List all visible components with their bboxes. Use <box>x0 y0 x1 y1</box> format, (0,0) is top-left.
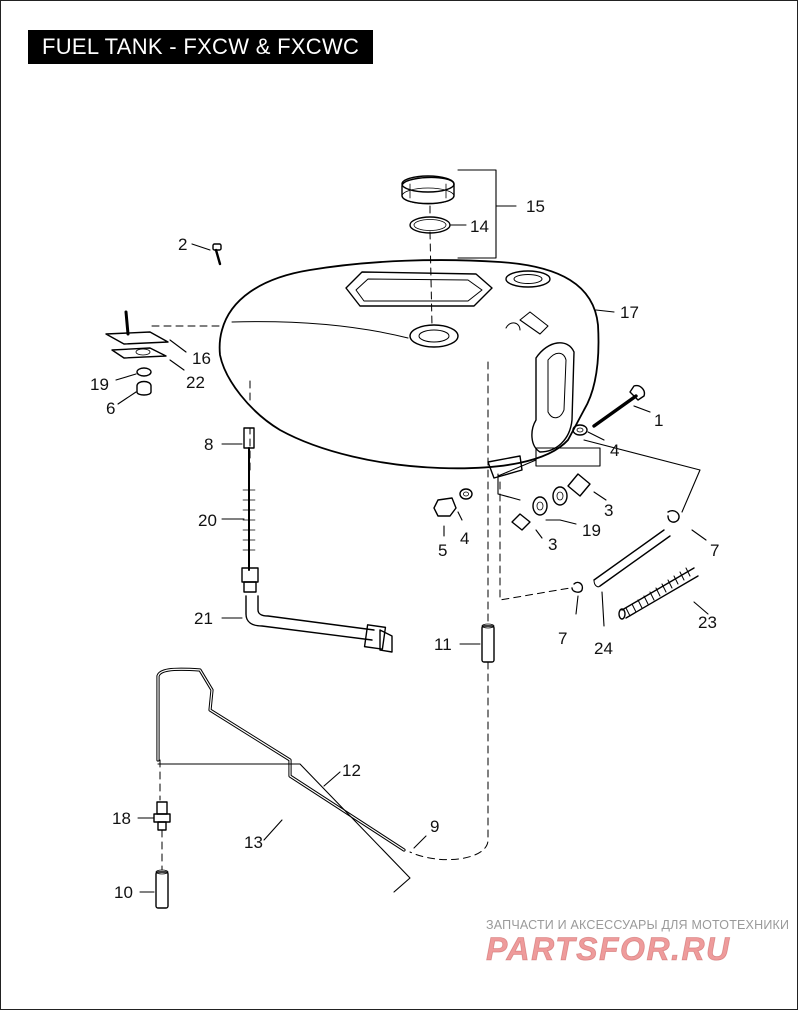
callout-19b: 19 <box>582 521 601 540</box>
clamp-lower-part <box>571 581 584 593</box>
spacer-part <box>136 380 152 396</box>
callout-8: 8 <box>204 435 213 454</box>
callout-12: 12 <box>342 761 361 780</box>
callout-17: 17 <box>620 303 639 322</box>
mount-bracket-part <box>105 310 169 359</box>
fuel-elbow-part <box>245 595 393 653</box>
leader-lines <box>115 169 709 893</box>
fuel-sender-part <box>241 427 259 593</box>
callout-19a: 19 <box>90 375 109 394</box>
callout-22: 22 <box>186 373 205 392</box>
callout-4a: 4 <box>610 441 619 460</box>
callout-9: 9 <box>430 817 439 836</box>
svg-text:PARTSFOR.RU: PARTSFOR.RU <box>486 931 731 967</box>
fuel-cap-part <box>401 175 455 205</box>
callout-4b: 4 <box>460 529 469 548</box>
screw-part <box>212 243 222 266</box>
callout-24: 24 <box>594 639 613 658</box>
callout-labels: 1 2 3 3 4 4 5 6 7 7 8 9 10 11 12 13 14 1… <box>90 197 719 902</box>
washer-left-part <box>459 488 473 500</box>
callout-13: 13 <box>244 833 263 852</box>
dashed-guide-lines <box>151 205 571 871</box>
callout-7a: 7 <box>710 541 719 560</box>
callout-14: 14 <box>470 217 489 236</box>
callout-18: 18 <box>112 809 131 828</box>
callout-6: 6 <box>106 399 115 418</box>
diagram-title: FUEL TANK - FXCW & FXCWC <box>28 30 374 64</box>
nut-part <box>433 497 457 517</box>
pin-10-part <box>155 871 169 909</box>
callout-20: 20 <box>198 511 217 530</box>
callout-16: 16 <box>192 349 211 368</box>
callout-3b: 3 <box>548 535 557 554</box>
callout-21: 21 <box>194 609 213 628</box>
clamp-upper-part <box>667 510 680 523</box>
callout-15: 15 <box>526 197 545 216</box>
spacer-grommet-set <box>511 473 591 531</box>
callout-2: 2 <box>178 235 187 254</box>
vent-hose-part <box>593 529 671 587</box>
pin-11-part <box>481 625 495 663</box>
callout-10: 10 <box>114 883 133 902</box>
fitting-part <box>153 801 171 831</box>
callout-5: 5 <box>438 541 447 560</box>
fuel-tank-part <box>218 259 600 479</box>
spring-sleeve-part <box>618 567 699 620</box>
callout-11: 11 <box>434 635 452 654</box>
crossover-tube-part <box>156 667 406 852</box>
callout-1: 1 <box>654 411 663 430</box>
callout-7b: 7 <box>558 629 567 648</box>
callout-23: 23 <box>698 613 717 632</box>
watermark-logo: PARTSFOR.RU <box>486 931 731 968</box>
bolt-part <box>592 384 646 428</box>
grommet-part <box>136 367 152 377</box>
watermark-tagline: ЗАПЧАСТИ И АКСЕССУАРЫ ДЛЯ МОТОТЕХНИКИ <box>486 918 790 932</box>
callout-3a: 3 <box>604 501 613 520</box>
washer-right-part <box>572 424 588 436</box>
